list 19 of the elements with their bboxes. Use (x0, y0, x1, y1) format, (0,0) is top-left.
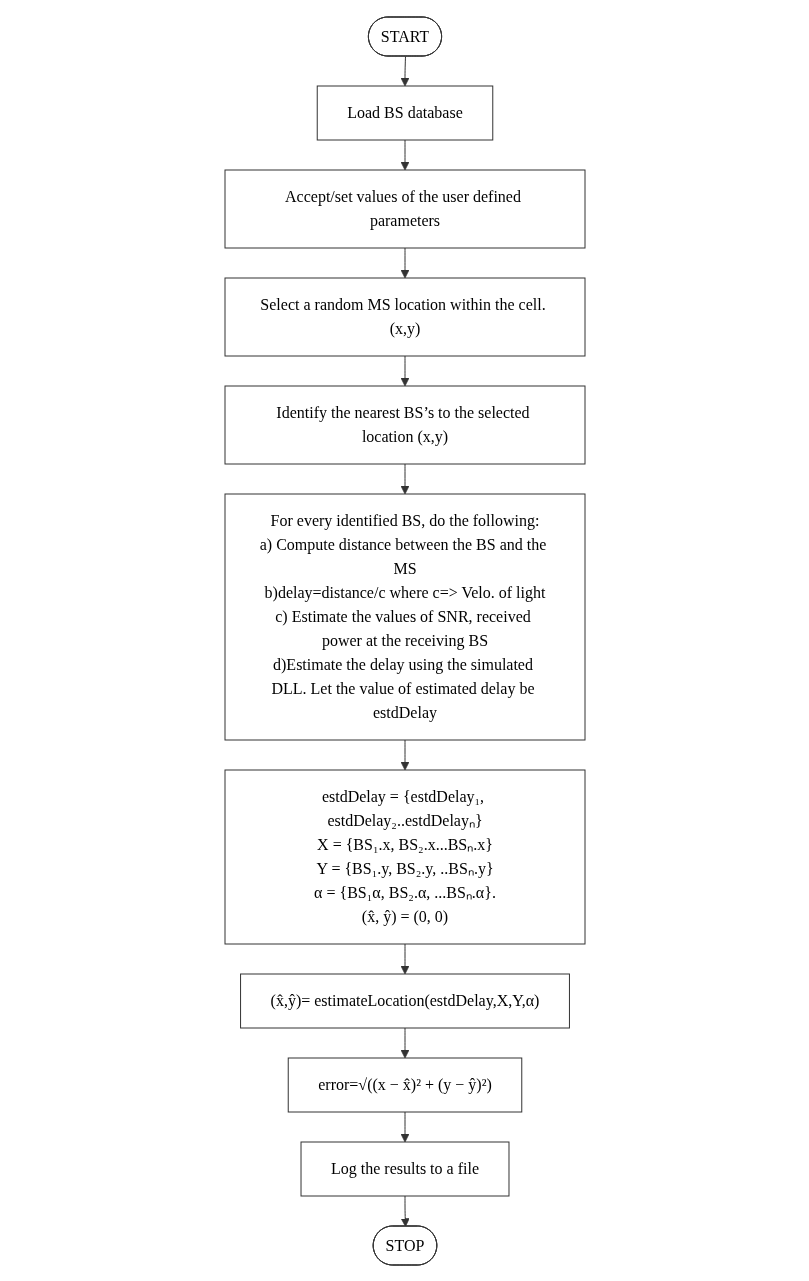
arrow (400, 139, 409, 170)
node-box: Select a random MS location within the cell. (x,y) (224, 277, 585, 356)
node-box: estdDelay = {estdDelay₁, estdDelay₂..estdDelayₙ} X = {BS₁.x, BS₂.x...BSₙ.x} Y = {BS₁.y, BS₂.y, ..BSₙ.y} α = {BS₁α, BS₂.α, ...BSₙ.α}. (x̂, ŷ) = (0, 0) (224, 769, 585, 944)
node-box: error=√((x − x̂)² + (y − ŷ)²) (287, 1057, 522, 1112)
node-box: Load BS database (316, 85, 493, 140)
node-box: Identify the nearest BS’s to the selected location (x,y) (224, 385, 585, 464)
arrow (400, 1195, 410, 1227)
arrow (400, 943, 409, 974)
node-box: Log the results to a file (300, 1141, 509, 1196)
arrow (400, 463, 409, 494)
node-box: For every identified BS, do the following: a) Compute distance between the BS and the MS b)delay=distance/c where c=> Velo. of light c) Estimate the values of SNR, received power at the receiving BS d)Estimate the delay using the simulated DLL. Let the value of estimated delay be estdDelay (224, 493, 585, 740)
node-box: (x̂,ŷ)= estimateLocation(estdDelay,X,Y,α) (239, 973, 570, 1028)
arrow (400, 355, 409, 386)
arrow (400, 247, 409, 278)
arrow (400, 55, 409, 86)
arrow (400, 739, 409, 770)
arrow (400, 1111, 409, 1142)
arrow (400, 1027, 409, 1058)
node-box: Accept/set values of the user defined parameters (224, 169, 585, 248)
